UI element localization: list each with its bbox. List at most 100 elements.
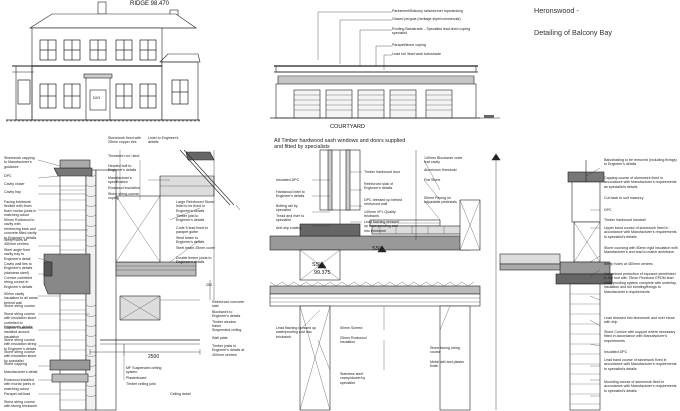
note: Flat Stone (424, 178, 441, 182)
note: Lead flashing dressed up waterproofing a… (364, 220, 400, 233)
note: DPC dressed up behind reinforced wall (364, 198, 403, 207)
dimension-200: 200 (206, 283, 212, 287)
center-section-detail (269, 149, 501, 411)
note: Capping course of stonework fixed in acc… (604, 176, 677, 189)
note: Cornice corbelled string course in Engin… (4, 276, 33, 289)
note: Cavity closer (4, 182, 25, 186)
door-label: D/O (93, 95, 101, 100)
note: Stainless steel cramp/dowel by specialis… (340, 372, 366, 385)
note: Upper band course of stonework fixed in … (604, 226, 677, 239)
note: Timber hardwood door (364, 170, 401, 174)
note: Large Reinforced Stone lintel to be fixe… (176, 200, 214, 213)
note: 25mm Rockwool insulation (340, 336, 367, 345)
note: Stone string course with insulation stri… (4, 338, 37, 351)
right-section-detail (499, 160, 613, 411)
note: Stone coursing with 50mm rigid insulatio… (604, 246, 678, 255)
note: Weep holes at 450mm centres (604, 262, 653, 266)
note: Stonework capping to Manufacturer's guid… (4, 156, 35, 169)
note: Balustrading to be removed (including fi… (604, 158, 677, 167)
note: Cut back to suit masonry (604, 196, 644, 200)
note: Stone facing string course (430, 346, 460, 355)
note: DPC (4, 174, 12, 178)
drawing-title-line2: Detailing of Balcony Bay (534, 28, 612, 37)
front-elevation (6, 1, 201, 122)
note: Parapet rail lead (4, 392, 31, 396)
note: Stone Cornice with support where necessa… (604, 330, 676, 343)
note: Cavity tray (4, 190, 21, 194)
note: Manufacturer's specification (108, 176, 132, 185)
note: Suspended ceiling (212, 328, 242, 332)
left-section-detail (37, 149, 241, 411)
note: Threaded rod / stud (108, 154, 140, 158)
note: Stone string course with insulation ston… (4, 312, 37, 330)
note: Bolting rail by specialist (276, 204, 298, 213)
note: Stone capping (4, 362, 27, 366)
note: 50mm Paving on adjustable pedestals (424, 196, 457, 205)
note: 50mm Screed (340, 326, 363, 330)
note: Insulated DPC (276, 178, 300, 182)
note: Lead band course of stonework fixed in a… (604, 358, 677, 371)
note: Stone string course (4, 304, 35, 308)
note: Timber hardwood handrail (604, 218, 646, 222)
note: DPC (604, 208, 612, 212)
note: Stonework fixed with 25mm copper ties (108, 136, 141, 145)
note: 140mm VFL Quality brickwork (364, 210, 396, 219)
courtyard-label: COURTYARD (330, 124, 365, 130)
note: Wall plate (212, 336, 228, 340)
note: Plasterboard (126, 376, 147, 380)
note: Stone string-course coping (108, 192, 140, 201)
note: Lintel to Engineer's details (148, 136, 179, 145)
note: Timber joists to Engineer's details at 4… (212, 344, 245, 357)
note: Stone string course with insulation ston… (4, 350, 37, 363)
drawing-title-line1: Heronswood - (534, 6, 579, 15)
rear-elevation (270, 11, 500, 119)
ssl-left-label: SSL (312, 262, 323, 268)
note: Double timber joists to Engineer's detai… (176, 256, 212, 265)
note: Steel beam 25mm cover (176, 246, 215, 250)
note: Metal lath and plaster finish (430, 360, 465, 369)
note: Rockwool insulation (108, 186, 140, 190)
note: Weep holes at 450mm centres (4, 238, 29, 247)
ridge-label: RIDGE 98.470 (130, 1, 170, 7)
note: Facing brickwork flexible with 5mm flush… (4, 200, 37, 218)
note: Glazed pergola (heritage style/commercia… (392, 17, 461, 21)
level-label: 99.375 (314, 270, 331, 276)
note: Reinforced slab of Engineer's details (364, 182, 393, 191)
note: Roofing Balustrade – Specialist lead-lin… (392, 27, 471, 36)
note: 50mm cavity insulation to all areas behi… (4, 292, 38, 305)
note: Lead roll /lead work balustrade (392, 52, 441, 56)
note: Anti-slip coating (276, 226, 302, 230)
note: Reinforced concrete slab (212, 300, 245, 309)
note: Parapet/stone coping (392, 43, 426, 47)
courtyard-note: All Timber hardwood sash windows and doo… (274, 138, 406, 151)
note: Tread and riser to specialist (276, 214, 305, 223)
note: MF Suspended ceiling system (126, 366, 162, 375)
note: Hardwood lintel to Engineer's details (276, 190, 305, 199)
note: 140mm Blockwork outer leaf cavity (424, 156, 463, 165)
note: Aluminium threshold (424, 168, 457, 172)
note: Blockwork to Engineer's details (212, 310, 241, 319)
note: Cavity wall ties to Engineer's details (… (4, 262, 33, 275)
note: Timber window frame (212, 320, 237, 329)
note: Parliament/Balcony rails/dormer tops/sin… (392, 9, 463, 13)
note: Lead flashing dressed up waterproofing a… (276, 326, 317, 339)
note: Lead dressed into stonework and over sto… (604, 316, 675, 325)
note: Code 5 lead lined to parapet gutter (176, 226, 208, 235)
note: Manufacturer's detail (4, 370, 38, 374)
dimension-2500: 2500 (148, 354, 160, 360)
note: Rockwool installed with mortar joints in… (4, 378, 35, 391)
note: 50mm Rockwool in cavity with reinforcing… (4, 218, 37, 240)
note: Timber ceiling joist (126, 382, 156, 386)
ssl-right-label: SSL (372, 246, 383, 252)
note: Insulated DPC (604, 350, 628, 354)
note: Ceiling detail (170, 392, 191, 396)
note: Galvanised protection of exposed sheet/s… (604, 272, 677, 294)
note: Steel angle from cavity tray to Engineer… (4, 248, 31, 261)
note: Steel beam to Engineer's details (176, 236, 205, 245)
note: 140mm Rockwool installed around insulati… (4, 326, 33, 339)
note: Headed bolt to Engineer's details (108, 164, 137, 173)
note: Moulding course of stonework fixed in ac… (604, 380, 677, 393)
note: Stone string course with facing brickwor… (4, 400, 38, 409)
note: Timber joist to Engineer's details (176, 214, 205, 223)
